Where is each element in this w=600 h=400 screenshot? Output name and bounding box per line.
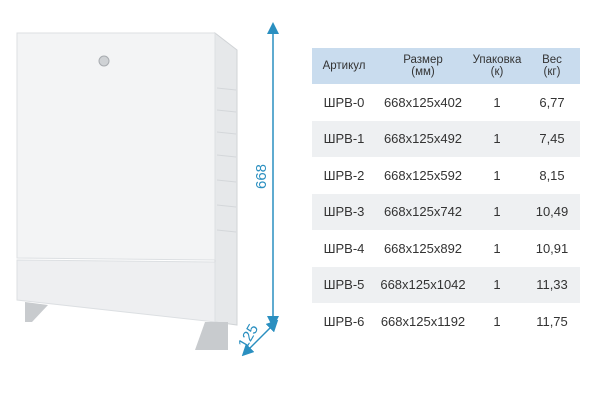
- header-article: Артикул: [312, 48, 376, 84]
- cell-article: ШРВ-2: [323, 167, 365, 183]
- cabinet-foot-right: [195, 322, 228, 350]
- cell-weight: 11,75: [536, 313, 568, 329]
- specs-table: Артикул Размер(мм) Упаковка(к) Вес(кг) Ш…: [312, 48, 580, 340]
- cell-weight: 6,77: [539, 94, 565, 110]
- header-weight: Вес(кг): [524, 48, 580, 84]
- cabinet-foot-left: [25, 302, 48, 322]
- cell-package: 1: [493, 167, 501, 183]
- table-header-row: Артикул Размер(мм) Упаковка(к) Вес(кг): [312, 48, 580, 84]
- cell-article: ШРВ-4: [323, 240, 365, 256]
- cell-size: 668x125x492: [376, 120, 470, 157]
- cell-size: 668x125x592: [383, 167, 463, 183]
- header-unit: (мм): [411, 66, 435, 78]
- cabinet-door: [16, 32, 216, 261]
- cabinet-side: [214, 31, 238, 326]
- cell-package: 1: [493, 240, 501, 256]
- header-text: Упаковка: [472, 54, 522, 66]
- cell-weight: 7,45: [524, 120, 580, 157]
- header-text: Размер: [403, 54, 443, 66]
- cell-article: ШРВ-1: [312, 120, 376, 157]
- cell-package: 1: [470, 120, 524, 157]
- header-unit: (кг): [543, 66, 561, 78]
- cell-package: 1: [493, 313, 501, 329]
- height-label: 668: [253, 163, 271, 190]
- header-size: Размер(мм): [376, 48, 470, 84]
- cell-package: 1: [470, 193, 524, 230]
- cell-size: 668x125x402: [383, 94, 463, 110]
- table-row: ШРВ-0 668x125x402 1 6,77: [312, 84, 580, 121]
- table-row: ШРВ-2 668x125x592 1 8,15: [312, 157, 580, 194]
- cell-weight: 11,33: [524, 266, 580, 303]
- cabinet-bottom-panel: [16, 259, 216, 323]
- cell-article: ШРВ-5: [312, 266, 376, 303]
- lock-icon: [98, 55, 110, 67]
- cell-size: 668x125x1192: [380, 313, 466, 329]
- header-text: Артикул: [322, 60, 366, 72]
- header-text: Вес: [542, 54, 562, 66]
- cell-weight: 10,91: [535, 240, 569, 256]
- cell-article: ШРВ-6: [323, 313, 365, 329]
- cell-size: 668x125x742: [376, 193, 470, 230]
- cell-package: 1: [470, 266, 524, 303]
- cell-weight: 10,49: [524, 193, 580, 230]
- cell-weight: 8,15: [539, 167, 565, 183]
- header-unit: (к): [490, 66, 504, 78]
- table-row: ШРВ-4 668x125x892 1 10,91: [312, 230, 580, 267]
- cell-article: ШРВ-3: [312, 193, 376, 230]
- cell-article: ШРВ-0: [323, 94, 365, 110]
- cell-size: 668x125x1042: [376, 266, 470, 303]
- header-package: Упаковка(к): [470, 48, 524, 84]
- cell-package: 1: [493, 94, 501, 110]
- cabinet-illustration: [16, 22, 279, 357]
- table-row: ШРВ-6 668x125x1192 1 11,75: [312, 303, 580, 340]
- cell-size: 668x125x892: [383, 240, 463, 256]
- depth-dimension-arrow: [241, 319, 279, 357]
